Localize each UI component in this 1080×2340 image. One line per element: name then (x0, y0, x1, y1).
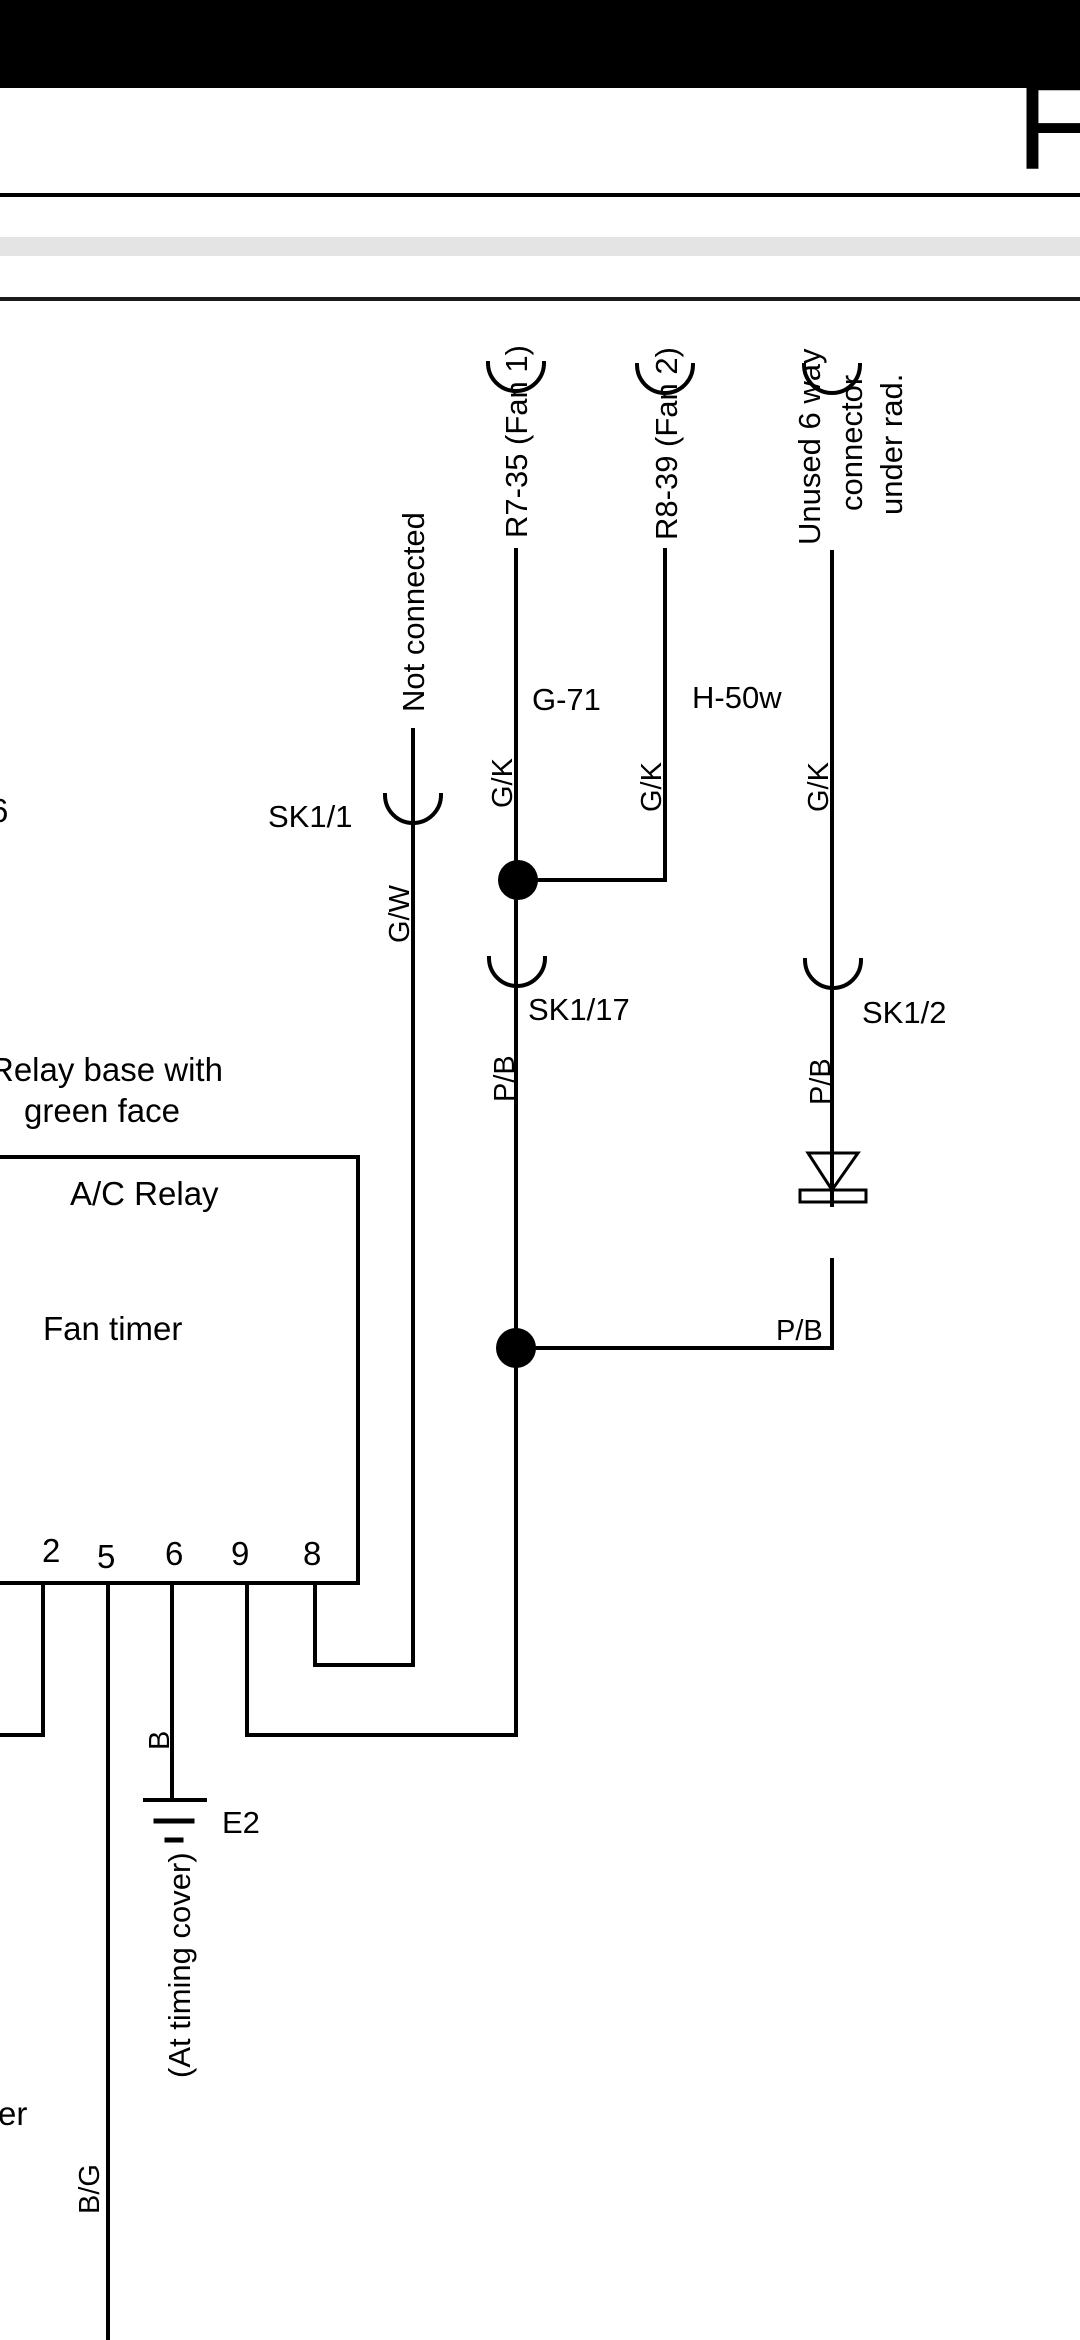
connector-sk1-17-icon (486, 955, 548, 988)
relay-base-label-2: green face (24, 1092, 180, 1129)
label-unused-2: connector (834, 375, 869, 511)
wire-label-gk: G/K (636, 761, 668, 812)
wire-label-pb: P/B (776, 1315, 823, 1347)
connector-unused-icon (801, 362, 863, 395)
connector-label-sk1-2: SK1/2 (862, 995, 946, 1030)
wire-label-gk: G/K (487, 757, 519, 808)
divider-line (0, 193, 1080, 197)
relay-base-label-1: Relay base with (0, 1051, 223, 1088)
connector-g71-icon (485, 360, 547, 393)
wire-label-bg: B/G (74, 2164, 106, 2214)
connector-label-g71: G-71 (532, 682, 601, 717)
earth-label: E2 (222, 1805, 260, 1840)
relay-pin-9: 9 (231, 1535, 249, 1572)
diode-bar-icon (798, 1188, 868, 1204)
label-fan2: R8-39 (Fan 2) (649, 347, 684, 540)
divider-line (0, 297, 1080, 301)
wire-label-gk: G/K (803, 761, 835, 812)
earth-location-label: (At timing cover) (162, 1852, 197, 2078)
connector-sk1-1-icon (382, 792, 444, 825)
relay-pin-5: 5 (97, 1538, 115, 1575)
relay-box (0, 1155, 360, 1585)
connector-label-sk1-1: SK1/1 (268, 799, 352, 834)
connector-label-h50w: H-50w (692, 680, 782, 715)
diode-icon (805, 1151, 861, 1193)
label-fan1: R7-35 (Fan 1) (499, 345, 534, 538)
label-unused-1: Unused 6 way (792, 348, 827, 545)
relay-title: A/C Relay (70, 1175, 219, 1212)
edge-fragment-digit: 6 (0, 792, 8, 829)
junction-dot (496, 1328, 536, 1368)
wire-label-pb: P/B (805, 1058, 837, 1105)
relay-pin-2: 2 (42, 1532, 60, 1569)
header-bar (0, 0, 1080, 88)
wire-label-gw: G/W (384, 884, 416, 943)
connector-label-sk1-17: SK1/17 (528, 992, 630, 1027)
relay-subtitle: Fan timer (43, 1310, 182, 1347)
page-heading-fragment: F (1016, 54, 1080, 197)
gray-band (0, 237, 1080, 256)
relay-pin-6: 6 (165, 1535, 183, 1572)
wire-label-b: B (144, 1731, 176, 1750)
relay-pin-8: 8 (303, 1535, 321, 1572)
connector-h50w-icon (634, 362, 696, 395)
connector-sk1-2-icon (802, 957, 864, 990)
wire-label-pb: P/B (489, 1055, 521, 1102)
edge-fragment-word: er (0, 2095, 27, 2132)
junction-dot (498, 860, 538, 900)
label-unused-3: under rad. (874, 374, 909, 515)
label-not-connected: Not connected (396, 512, 431, 712)
